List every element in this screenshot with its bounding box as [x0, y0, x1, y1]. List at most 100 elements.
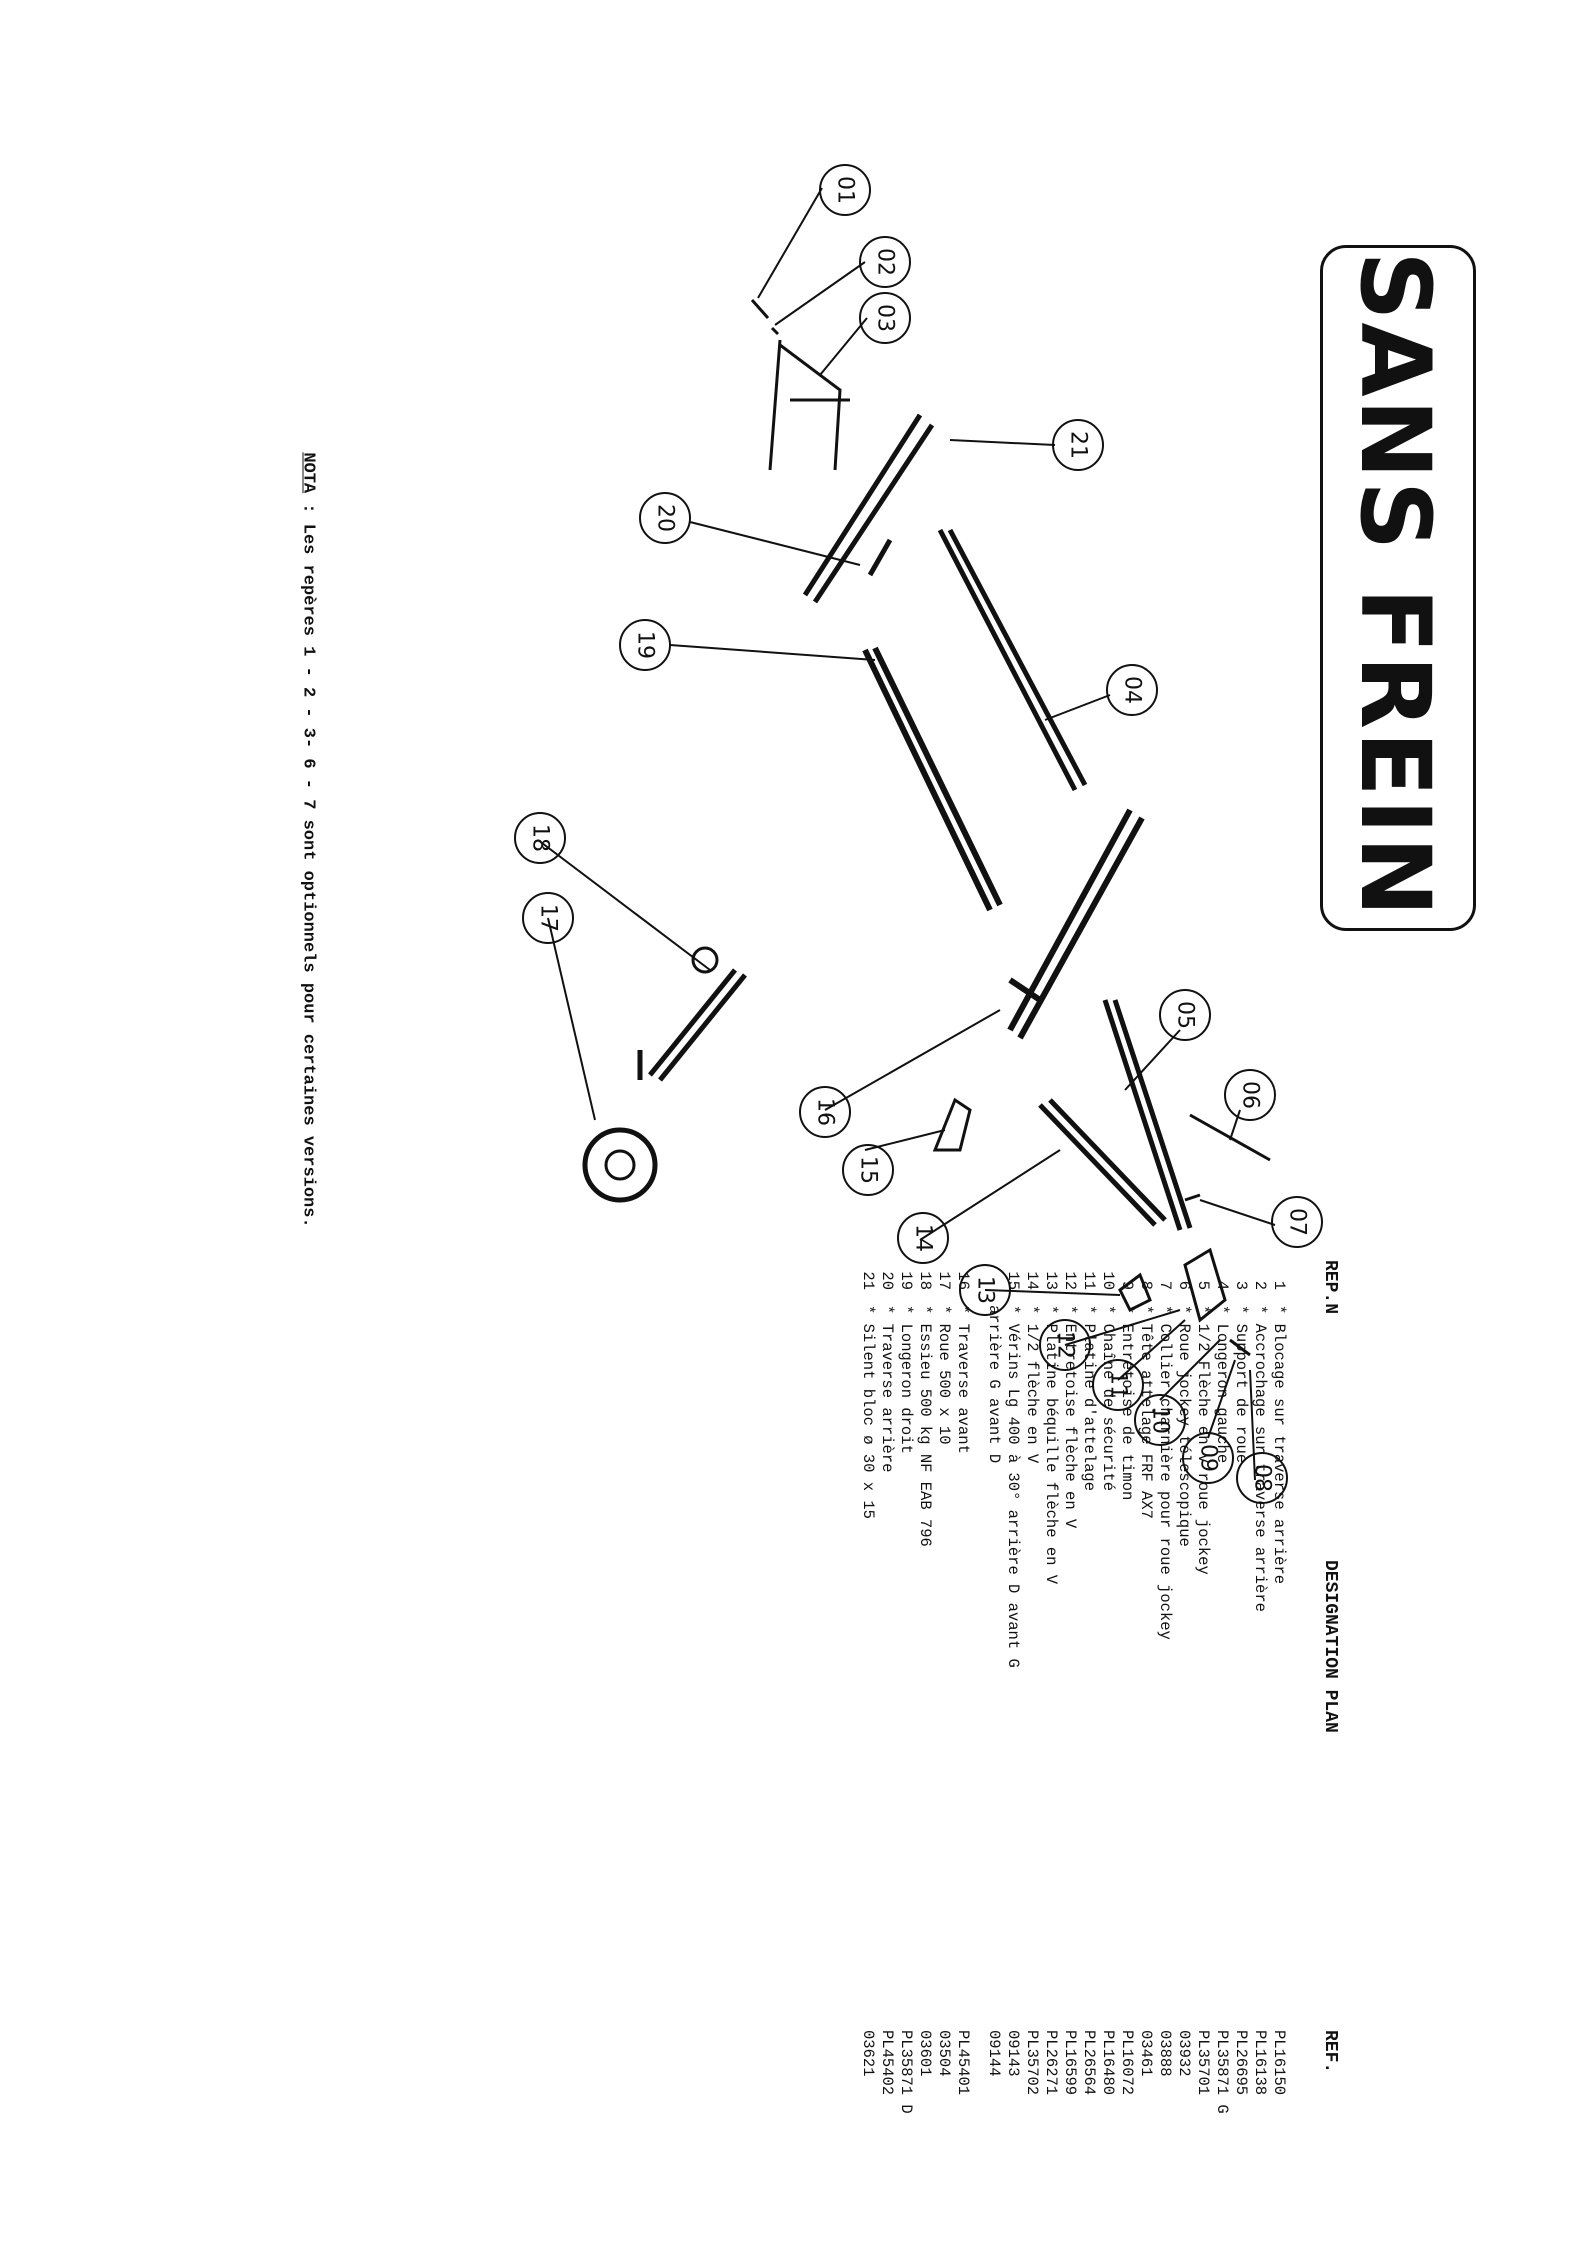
header-ref: REF. — [1320, 2030, 1340, 2074]
reference: PL35871 D — [897, 2030, 915, 2114]
callout-17: 17 — [522, 892, 574, 944]
rep-number: 4 — [1213, 1280, 1231, 1290]
part-platine-bequille — [932, 1097, 972, 1152]
designation: * Longeron droit — [897, 1305, 915, 1454]
part-essieu — [637, 968, 747, 1082]
callout-04: 04 — [1106, 664, 1158, 716]
header-rep: REP.N — [1320, 1260, 1340, 1315]
rep-number: 19 — [897, 1271, 915, 1290]
reference: 03504 — [935, 2030, 953, 2077]
reference: PL16480 — [1099, 2030, 1117, 2096]
part-demi-fleche-jockey — [1102, 999, 1193, 1231]
reference: PL16138 — [1251, 2030, 1269, 2096]
reference: PL16150 — [1270, 2030, 1288, 2096]
callout-02: 02 — [859, 236, 911, 288]
reference: 03621 — [859, 2030, 877, 2077]
callout-08: 08 — [1236, 1452, 1288, 1504]
callout-19: 19 — [619, 619, 671, 671]
rep-number: 2 — [1251, 1280, 1269, 1290]
designation: * 1/2 Flèche en V roue jockey — [1194, 1305, 1212, 1575]
callout-10: 10 — [1134, 1394, 1186, 1446]
part-platine-attelage — [1183, 1247, 1227, 1323]
callout-20: 20 — [639, 492, 691, 544]
reference: PL26271 — [1042, 2030, 1060, 2096]
rep-number: 20 — [878, 1271, 896, 1290]
parts-table: REP.N DESIGNATION PLAN REF. 1* Blocage s… — [720, 1260, 1340, 2160]
reference: PL16599 — [1061, 2030, 1079, 2096]
rep-number: 18 — [916, 1271, 934, 1290]
callout-01: 01 — [819, 164, 871, 216]
part-essieu-end — [691, 946, 719, 974]
callout-14: 14 — [897, 1212, 949, 1264]
part-longeron-gauche — [937, 528, 1088, 792]
designation: * Chaîne de sécurité — [1099, 1305, 1117, 1492]
part-roue — [582, 1127, 658, 1203]
designation: * Roue jockey télescopique — [1175, 1305, 1193, 1547]
reference: 03932 — [1175, 2030, 1193, 2077]
table-row: 13 * Platine béquille flèche en V PL26271 — [1041, 1260, 1060, 2160]
rep-number: 10 — [1099, 1271, 1117, 1290]
designation: * Longeron gauche — [1213, 1305, 1231, 1464]
rep-number: 5 — [1194, 1280, 1212, 1290]
rep-number: 16 — [954, 1271, 972, 1290]
callout-09: 09 — [1182, 1432, 1234, 1484]
part-longeron-droit — [862, 646, 1003, 912]
nota-text: : Les repères 1 - 2 - 3- 6 - 7 sont opti… — [298, 493, 318, 1228]
part-traverse-arriere — [802, 413, 935, 604]
designation: * Roue 500 x 10 — [935, 1305, 953, 1445]
reference: PL26564 — [1080, 2030, 1098, 2096]
designation: * Entretoise flèche en V — [1061, 1305, 1079, 1529]
part-accrochage — [770, 326, 780, 336]
designation: * Vérins Lg 400 à 30° arrière D avant G — [1004, 1305, 1022, 1668]
reference: PL45402 — [878, 2030, 896, 2096]
reference: PL26695 — [1232, 2030, 1250, 2096]
header-designation: DESIGNATION PLAN — [1320, 1560, 1340, 1733]
rep-number: 3 — [1232, 1280, 1250, 1290]
rep-number: 15 — [1004, 1271, 1022, 1290]
designation: * 1/2 flèche en V — [1023, 1305, 1041, 1464]
callout-18: 18 — [514, 812, 566, 864]
rep-number: 21 — [859, 1271, 877, 1290]
part-tete-attelage — [1229, 1338, 1251, 1357]
callout-03: 03 — [859, 292, 911, 344]
designation: * Entretoise de timon — [1118, 1305, 1136, 1501]
designation: * Accrochage sur traverse arrière — [1251, 1305, 1269, 1612]
table-row: 15 * Vérins Lg 400 à 30° arrière D avant … — [1003, 1260, 1022, 2160]
reference: PL35871 G — [1213, 2030, 1231, 2114]
part-traverse-avant — [1007, 808, 1145, 1040]
part-entretoise-fleche — [1118, 1272, 1152, 1313]
designation: * Silent bloc ø 30 x 15 — [859, 1305, 877, 1519]
reference: PL35702 — [1023, 2030, 1041, 2096]
table-row: 21 * Silent bloc ø 30 x 15 03621 — [858, 1260, 877, 2160]
designation: * Platine béquille flèche en V — [1042, 1305, 1060, 1585]
callout-07: 07 — [1271, 1196, 1323, 1248]
designation: * Essieu 500 kg NF EAB 796 — [916, 1305, 934, 1547]
rep-number: 12 — [1061, 1271, 1079, 1290]
title-frame — [1320, 245, 1476, 931]
nota-note: NOTA : Les repères 1 - 2 - 3- 6 - 7 sont… — [299, 452, 318, 1227]
part-support-roue — [768, 339, 850, 471]
reference: 09144 — [985, 2030, 1003, 2077]
rep-number: 8 — [1137, 1280, 1155, 1290]
rep-number: 11 — [1080, 1271, 1098, 1290]
rep-number: 13 — [1042, 1271, 1060, 1290]
nota-label: NOTA — [298, 452, 318, 494]
rep-number: 1 — [1270, 1280, 1288, 1290]
callout-11: 11 — [1092, 1359, 1144, 1411]
designation: * Support de roue — [1232, 1305, 1250, 1464]
rep-number: 9 — [1118, 1280, 1136, 1290]
callout-13: 13 — [959, 1264, 1011, 1316]
